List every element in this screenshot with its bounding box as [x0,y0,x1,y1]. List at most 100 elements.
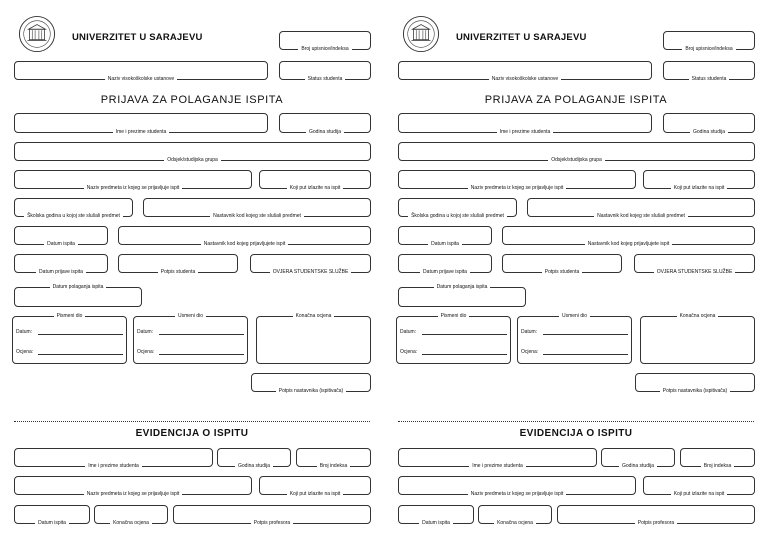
ev-ime-prezime-field[interactable]: Ime i prezime studenta [398,448,597,469]
naziv-predmeta-field[interactable]: Naziv predmeta iz kojeg se prijavljuje i… [398,170,636,191]
ev-konacna-ocjena-field[interactable]: Konačna ocjena [478,505,552,526]
ev-koji-put-label: Koji put izlazite na ispit [286,491,344,497]
pismeni-ocjena-label: Ocjena: [400,349,418,355]
ev-ime-prezime-label: Ime i prezime studenta [85,463,142,469]
nastavnik-slusali-field[interactable]: Nastavnik kod kojeg ste slušali predmet [143,198,371,219]
koji-put-label: Koji put izlazite na ispit [670,185,728,191]
broj-upisnice-field[interactable]: Broj upisnice/indeksa [663,31,755,52]
broj-upisnice-label: Broj upisnice/indeksa [682,46,736,52]
ev-potpis-profesora-field[interactable]: Potpis profesora [557,505,755,526]
datum-ispita-label: Datum ispita [428,241,462,247]
ev-godina-studija-field[interactable]: Godina studija [601,448,675,469]
pismeni-datum-line[interactable] [422,334,507,335]
ev-datum-ispita-field[interactable]: Datum ispita [14,505,90,526]
nastavnik-slusali-field[interactable]: Nastavnik kod kojeg ste slušali predmet [527,198,755,219]
usmeni-ocjena-line[interactable] [543,354,628,355]
naziv-ustanove-field[interactable]: Naziv visokoškolske ustanove [398,61,652,82]
odsjek-field[interactable]: Odsjek/studijska grupa [14,142,371,163]
datum-ispita-field[interactable]: Datum ispita [398,226,492,247]
konacna-ocjena-label: Konačna ocjena [292,313,335,319]
university-name: UNIVERZITET U SARAJEVU [456,32,587,43]
potpis-nastavnika-label: Potpis nastavnika (ispitivača) [275,388,347,394]
ev-naziv-predmeta-label: Naziv predmeta iz kojeg se prijavljuje i… [467,491,567,497]
usmeni-datum-line[interactable] [159,334,244,335]
ev-ime-prezime-field[interactable]: Ime i prezime studenta [14,448,213,469]
status-studenta-field[interactable]: Status studenta [279,61,371,82]
usmeni-ocjena-line[interactable] [159,354,244,355]
usmeni-datum-label: Datum: [521,329,538,335]
pismeni-dio-label: Pismeni dio [437,313,470,319]
godina-studija-field[interactable]: Godina studija [279,113,371,135]
naziv-ustanove-field[interactable]: Naziv visokoškolske ustanove [14,61,268,82]
pismeni-datum-line[interactable] [38,334,123,335]
ovjera-field[interactable]: OVJERA STUDENTSKE SLUŽBE [634,254,755,275]
broj-upisnice-label: Broj upisnice/indeksa [298,46,352,52]
koji-put-field[interactable]: Koji put izlazite na ispit [643,170,755,191]
ev-potpis-profesora-field[interactable]: Potpis profesora [173,505,371,526]
datum-prijave-field[interactable]: Datum prijave ispita [398,254,492,275]
datum-ispita-field[interactable]: Datum ispita [14,226,108,247]
evidencija-title: EVIDENCIJA O ISPITU [135,428,249,439]
datum-polaganja-field[interactable]: Datum polaganja ispita [14,284,142,307]
potpis-studenta-label: Potpis studenta [541,269,583,275]
godina-studija-field[interactable]: Godina studija [663,113,755,135]
skolska-godina-field[interactable]: Školska godina u kojoj ste slušali predm… [14,198,133,219]
potpis-nastavnika-field[interactable]: Potpis nastavnika (ispitivača) [635,373,755,394]
ev-konacna-ocjena-label: Konačna ocjena [494,520,536,526]
potpis-nastavnika-field[interactable]: Potpis nastavnika (ispitivača) [251,373,371,394]
datum-polaganja-label: Datum polaganja ispita [433,284,491,290]
ev-koji-put-field[interactable]: Koji put izlazite na ispit [259,476,371,497]
potpis-studenta-field[interactable]: Potpis studenta [118,254,238,275]
datum-ispita-label: Datum ispita [44,241,78,247]
ovjera-label: OVJERA STUDENTSKE SLUŽBE [269,269,352,275]
exam-form-left: UNIVERZITET U SARAJEVU Broj upisnice/ind… [12,15,371,526]
potpis-studenta-field[interactable]: Potpis studenta [502,254,622,275]
konacna-ocjena-field[interactable]: Konačna ocjena [640,313,755,364]
ev-datum-ispita-field[interactable]: Datum ispita [398,505,474,526]
ev-naziv-predmeta-label: Naziv predmeta iz kojeg se prijavljuje i… [83,491,183,497]
ev-konacna-ocjena-field[interactable]: Konačna ocjena [94,505,168,526]
ev-naziv-predmeta-field[interactable]: Naziv predmeta iz kojeg se prijavljuje i… [398,476,636,497]
potpis-studenta-label: Potpis studenta [157,269,199,275]
ovjera-field[interactable]: OVJERA STUDENTSKE SLUŽBE [250,254,371,275]
ev-koji-put-label: Koji put izlazite na ispit [670,491,728,497]
ev-datum-ispita-label: Datum ispita [419,520,453,526]
ev-broj-indeksa-field[interactable]: Broj indeksa [680,448,755,469]
odsjek-field[interactable]: Odsjek/studijska grupa [398,142,755,163]
usmeni-dio-section: Usmeni dio Datum: Ocjena: [517,313,632,364]
pismeni-ocjena-line[interactable] [38,354,123,355]
datum-prijave-label: Datum prijave ispita [420,269,470,275]
naziv-predmeta-field[interactable]: Naziv predmeta iz kojeg se prijavljuje i… [14,170,252,191]
datum-prijave-label: Datum prijave ispita [36,269,86,275]
ev-broj-indeksa-field[interactable]: Broj indeksa [296,448,371,469]
pismeni-ocjena-line[interactable] [422,354,507,355]
odsjek-label: Odsjek/studijska grupa [548,157,605,163]
status-studenta-field[interactable]: Status studenta [663,61,755,82]
ev-potpis-profesora-label: Potpis profesora [250,520,294,526]
nastavnik-slusali-label: Nastavnik kod kojeg ste slušali predmet [210,213,304,219]
datum-polaganja-label: Datum polaganja ispita [49,284,107,290]
ime-prezime-field[interactable]: Ime i prezime studenta [398,113,652,135]
skolska-godina-field[interactable]: Školska godina u kojoj ste slušali predm… [398,198,517,219]
ev-godina-studija-field[interactable]: Godina studija [217,448,291,469]
koji-put-label: Koji put izlazite na ispit [286,185,344,191]
evidencija-title: EVIDENCIJA O ISPITU [519,428,633,439]
usmeni-datum-line[interactable] [543,334,628,335]
ev-potpis-profesora-label: Potpis profesora [634,520,678,526]
konacna-ocjena-field[interactable]: Konačna ocjena [256,313,371,364]
nastavnik-prijavljujete-field[interactable]: Nastavnik kod kojeg prijavljujete ispit [118,226,371,247]
ev-godina-studija-label: Godina studija [235,463,273,469]
koji-put-field[interactable]: Koji put izlazite na ispit [259,170,371,191]
nastavnik-prijavljujete-field[interactable]: Nastavnik kod kojeg prijavljujete ispit [502,226,755,247]
usmeni-dio-label: Usmeni dio [558,313,590,319]
broj-upisnice-field[interactable]: Broj upisnice/indeksa [279,31,371,52]
pismeni-datum-label: Datum: [16,329,33,335]
ev-koji-put-field[interactable]: Koji put izlazite na ispit [643,476,755,497]
datum-polaganja-field[interactable]: Datum polaganja ispita [398,284,526,307]
konacna-ocjena-label: Konačna ocjena [676,313,719,319]
ime-prezime-field[interactable]: Ime i prezime studenta [14,113,268,135]
odsjek-label: Odsjek/studijska grupa [164,157,221,163]
ev-naziv-predmeta-field[interactable]: Naziv predmeta iz kojeg se prijavljuje i… [14,476,252,497]
naziv-predmeta-label: Naziv predmeta iz kojeg se prijavljuje i… [467,185,567,191]
datum-prijave-field[interactable]: Datum prijave ispita [14,254,108,275]
